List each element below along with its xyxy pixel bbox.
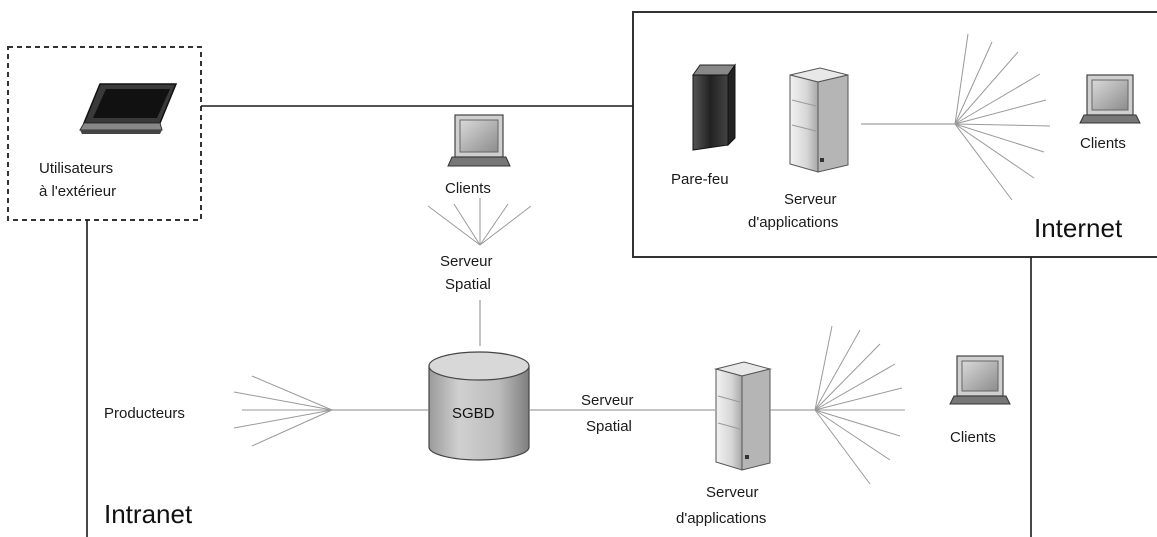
internet-clients-fanout bbox=[954, 33, 1051, 201]
producers-label: Producteurs bbox=[104, 405, 185, 422]
database-cylinder-icon bbox=[428, 351, 530, 461]
intranet-spatial-server-label-line2: Spatial bbox=[586, 418, 632, 435]
laptop-icon bbox=[79, 83, 178, 134]
server-tower-icon bbox=[789, 67, 849, 173]
intranet-app-server-label-line1: Serveur bbox=[706, 484, 759, 501]
center-spatial-server-label-line2: Spatial bbox=[445, 276, 491, 293]
external-users-boundary bbox=[7, 46, 202, 221]
dbms-label: SGBD bbox=[452, 405, 495, 422]
internet-clients-label: Clients bbox=[1080, 135, 1126, 152]
intranet-app-server-label-line2: d'applications bbox=[676, 510, 766, 527]
external-users-label-line1: Utilisateurs bbox=[39, 160, 113, 177]
center-clients-fanout bbox=[427, 198, 532, 246]
intranet-clients-fanout bbox=[814, 325, 905, 485]
intranet-zone-title: Intranet bbox=[104, 499, 193, 529]
firewall-icon bbox=[692, 63, 736, 151]
intranet-clients-label: Clients bbox=[950, 429, 996, 446]
monitor-icon bbox=[447, 114, 511, 167]
center-spatial-server-label-line1: Serveur bbox=[440, 253, 493, 270]
producers-fanout bbox=[233, 375, 333, 447]
internet-zone-title: Internet bbox=[1034, 213, 1123, 243]
external-users-label-line2: à l'extérieur bbox=[39, 183, 116, 200]
server-tower-icon bbox=[714, 361, 772, 471]
monitor-icon bbox=[1079, 74, 1141, 124]
internet-zone-boundary bbox=[632, 11, 1157, 258]
center-clients-label: Clients bbox=[445, 180, 491, 197]
monitor-icon bbox=[949, 355, 1011, 405]
intranet-spatial-server-label-line1: Serveur bbox=[581, 392, 634, 409]
internet-app-server-label-line2: d'applications bbox=[748, 214, 838, 231]
internet-app-server-label-line1: Serveur bbox=[784, 191, 837, 208]
firewall-label: Pare-feu bbox=[671, 171, 729, 188]
